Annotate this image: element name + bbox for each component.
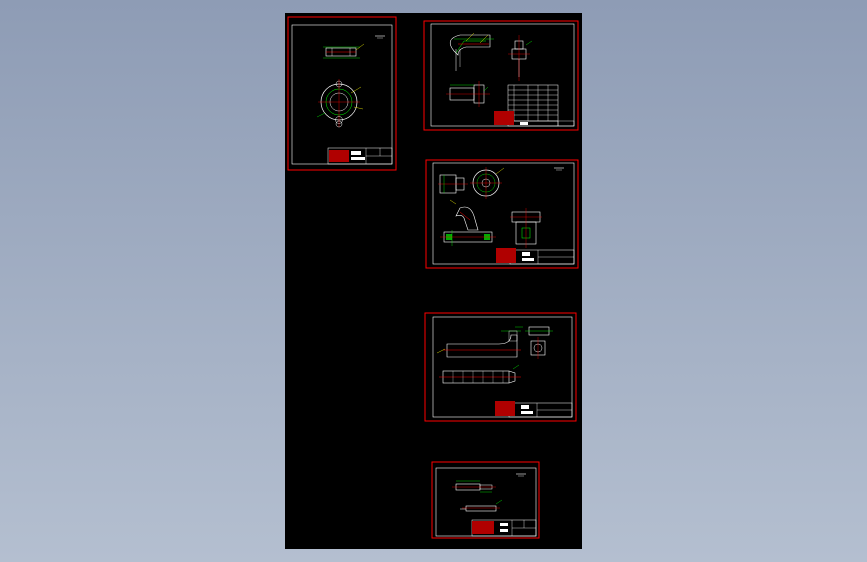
shaft-section-view bbox=[439, 364, 521, 384]
bracket-side-view bbox=[510, 208, 542, 248]
sheet-5-title-block bbox=[471, 519, 537, 537]
sheet-2-title-block bbox=[494, 111, 575, 127]
drawing-sheet-3[interactable] bbox=[425, 159, 579, 269]
drawing-sheet-5[interactable] bbox=[431, 461, 540, 539]
bracket-section-view bbox=[440, 199, 496, 246]
drawing-sheet-1[interactable] bbox=[287, 16, 397, 171]
drawing-sheet-4[interactable] bbox=[424, 312, 577, 422]
pin-front-view bbox=[452, 480, 496, 493]
flange-front-view bbox=[316, 79, 364, 128]
drawing-canvas[interactable] bbox=[285, 13, 582, 549]
shaft-front-view bbox=[436, 326, 523, 358]
parts-list-table bbox=[507, 84, 559, 122]
shaft-end-view bbox=[525, 326, 553, 359]
fixture-front-view bbox=[449, 32, 494, 71]
pin-side-view bbox=[460, 499, 503, 512]
cam-side-view bbox=[438, 174, 468, 194]
fixture-top-view bbox=[446, 81, 490, 107]
sheet-3-note bbox=[554, 167, 564, 171]
sheet-1-note bbox=[375, 35, 385, 39]
sheet-5-note bbox=[516, 473, 526, 477]
drawing-sheet-2[interactable] bbox=[423, 20, 579, 131]
flange-side-view bbox=[323, 43, 365, 59]
sheet-3-title-block bbox=[496, 248, 575, 265]
fixture-side-view bbox=[508, 35, 533, 81]
cam-front-view bbox=[470, 167, 505, 199]
sheet-4-title-block bbox=[495, 401, 573, 418]
sheet-1-title-block bbox=[327, 147, 393, 165]
